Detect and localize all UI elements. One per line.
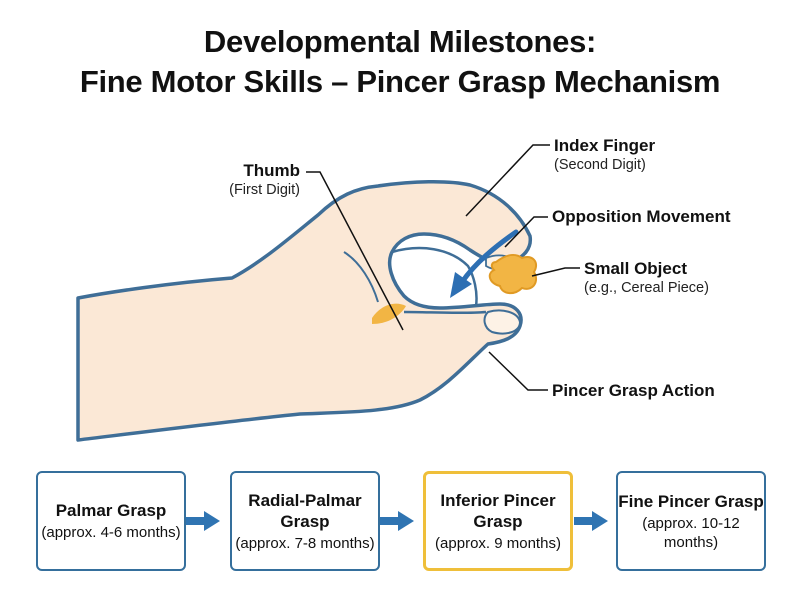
stage-name: Inferior Pincer Grasp xyxy=(440,490,556,531)
thumb-label-subtitle: (First Digit) xyxy=(229,182,300,198)
flow-arrow-2 xyxy=(380,511,414,531)
opposition-label: Opposition Movement xyxy=(552,206,731,227)
thumbnail xyxy=(483,309,522,335)
opposition-leader-line xyxy=(504,216,548,248)
opposition-label-title: Opposition Movement xyxy=(552,207,731,226)
stage-name: Palmar Grasp xyxy=(55,501,167,520)
index-finger-label: Index Finger (Second Digit) xyxy=(554,135,655,175)
index-leader-line xyxy=(465,144,550,217)
small-object-label: Small Object (e.g., Cereal Piece) xyxy=(584,258,709,298)
stage-name: Radial-Palmar Grasp xyxy=(248,490,362,531)
small-object-shape xyxy=(488,254,538,294)
thumb-label: Thumb (First Digit) xyxy=(229,160,300,200)
flow-arrow-1 xyxy=(186,511,220,531)
small-object-label-subtitle: (e.g., Cereal Piece) xyxy=(584,280,709,296)
diagram-title: Developmental Milestones: Fine Motor Ski… xyxy=(0,22,800,102)
stage-age: (approx. 7-8 months) xyxy=(235,534,375,552)
small-object-label-title: Small Object xyxy=(584,259,687,278)
action-leader-line xyxy=(488,351,548,391)
stage-age: (approx. 10-12 months) xyxy=(642,514,740,551)
title-line-2: Fine Motor Skills – Pincer Grasp Mechani… xyxy=(79,64,721,99)
opposition-arrow-head xyxy=(450,272,472,298)
thumb-leader-line xyxy=(306,171,404,331)
object-leader-line xyxy=(531,267,580,277)
pincer-action-label-title: Pincer Grasp Action xyxy=(552,381,715,400)
knuckle-crease xyxy=(343,251,379,303)
stage-age: (approx. 9 months) xyxy=(435,534,561,552)
stage-box-radial-palmar: Radial-Palmar Grasp (approx. 7-8 months) xyxy=(230,471,380,571)
pincer-action-label: Pincer Grasp Action xyxy=(552,380,715,401)
stage-name: Fine Pincer Grasp xyxy=(618,491,764,511)
stage-box-inferior-pincer: Inferior Pincer Grasp (approx. 9 months) xyxy=(423,471,573,571)
stage-age: (approx. 4-6 months) xyxy=(41,524,181,541)
stage-box-fine-pincer: Fine Pincer Grasp (approx. 10-12 months) xyxy=(616,471,766,571)
hand-shape xyxy=(76,180,533,442)
flow-arrow-3 xyxy=(574,511,608,531)
thumb-label-title: Thumb xyxy=(243,161,300,180)
thumb-outline xyxy=(403,310,487,315)
opposition-arrow-shaft xyxy=(459,229,519,285)
stage-box-palmar: Palmar Grasp (approx. 4-6 months) xyxy=(36,471,186,571)
index-finger-label-title: Index Finger xyxy=(554,136,656,155)
index-finger-label-subtitle: (Second Digit) xyxy=(554,157,646,173)
title-line-1: Developmental Milestones: xyxy=(203,24,597,59)
thumb-highlight xyxy=(372,303,406,324)
index-finger-crease xyxy=(391,246,478,307)
